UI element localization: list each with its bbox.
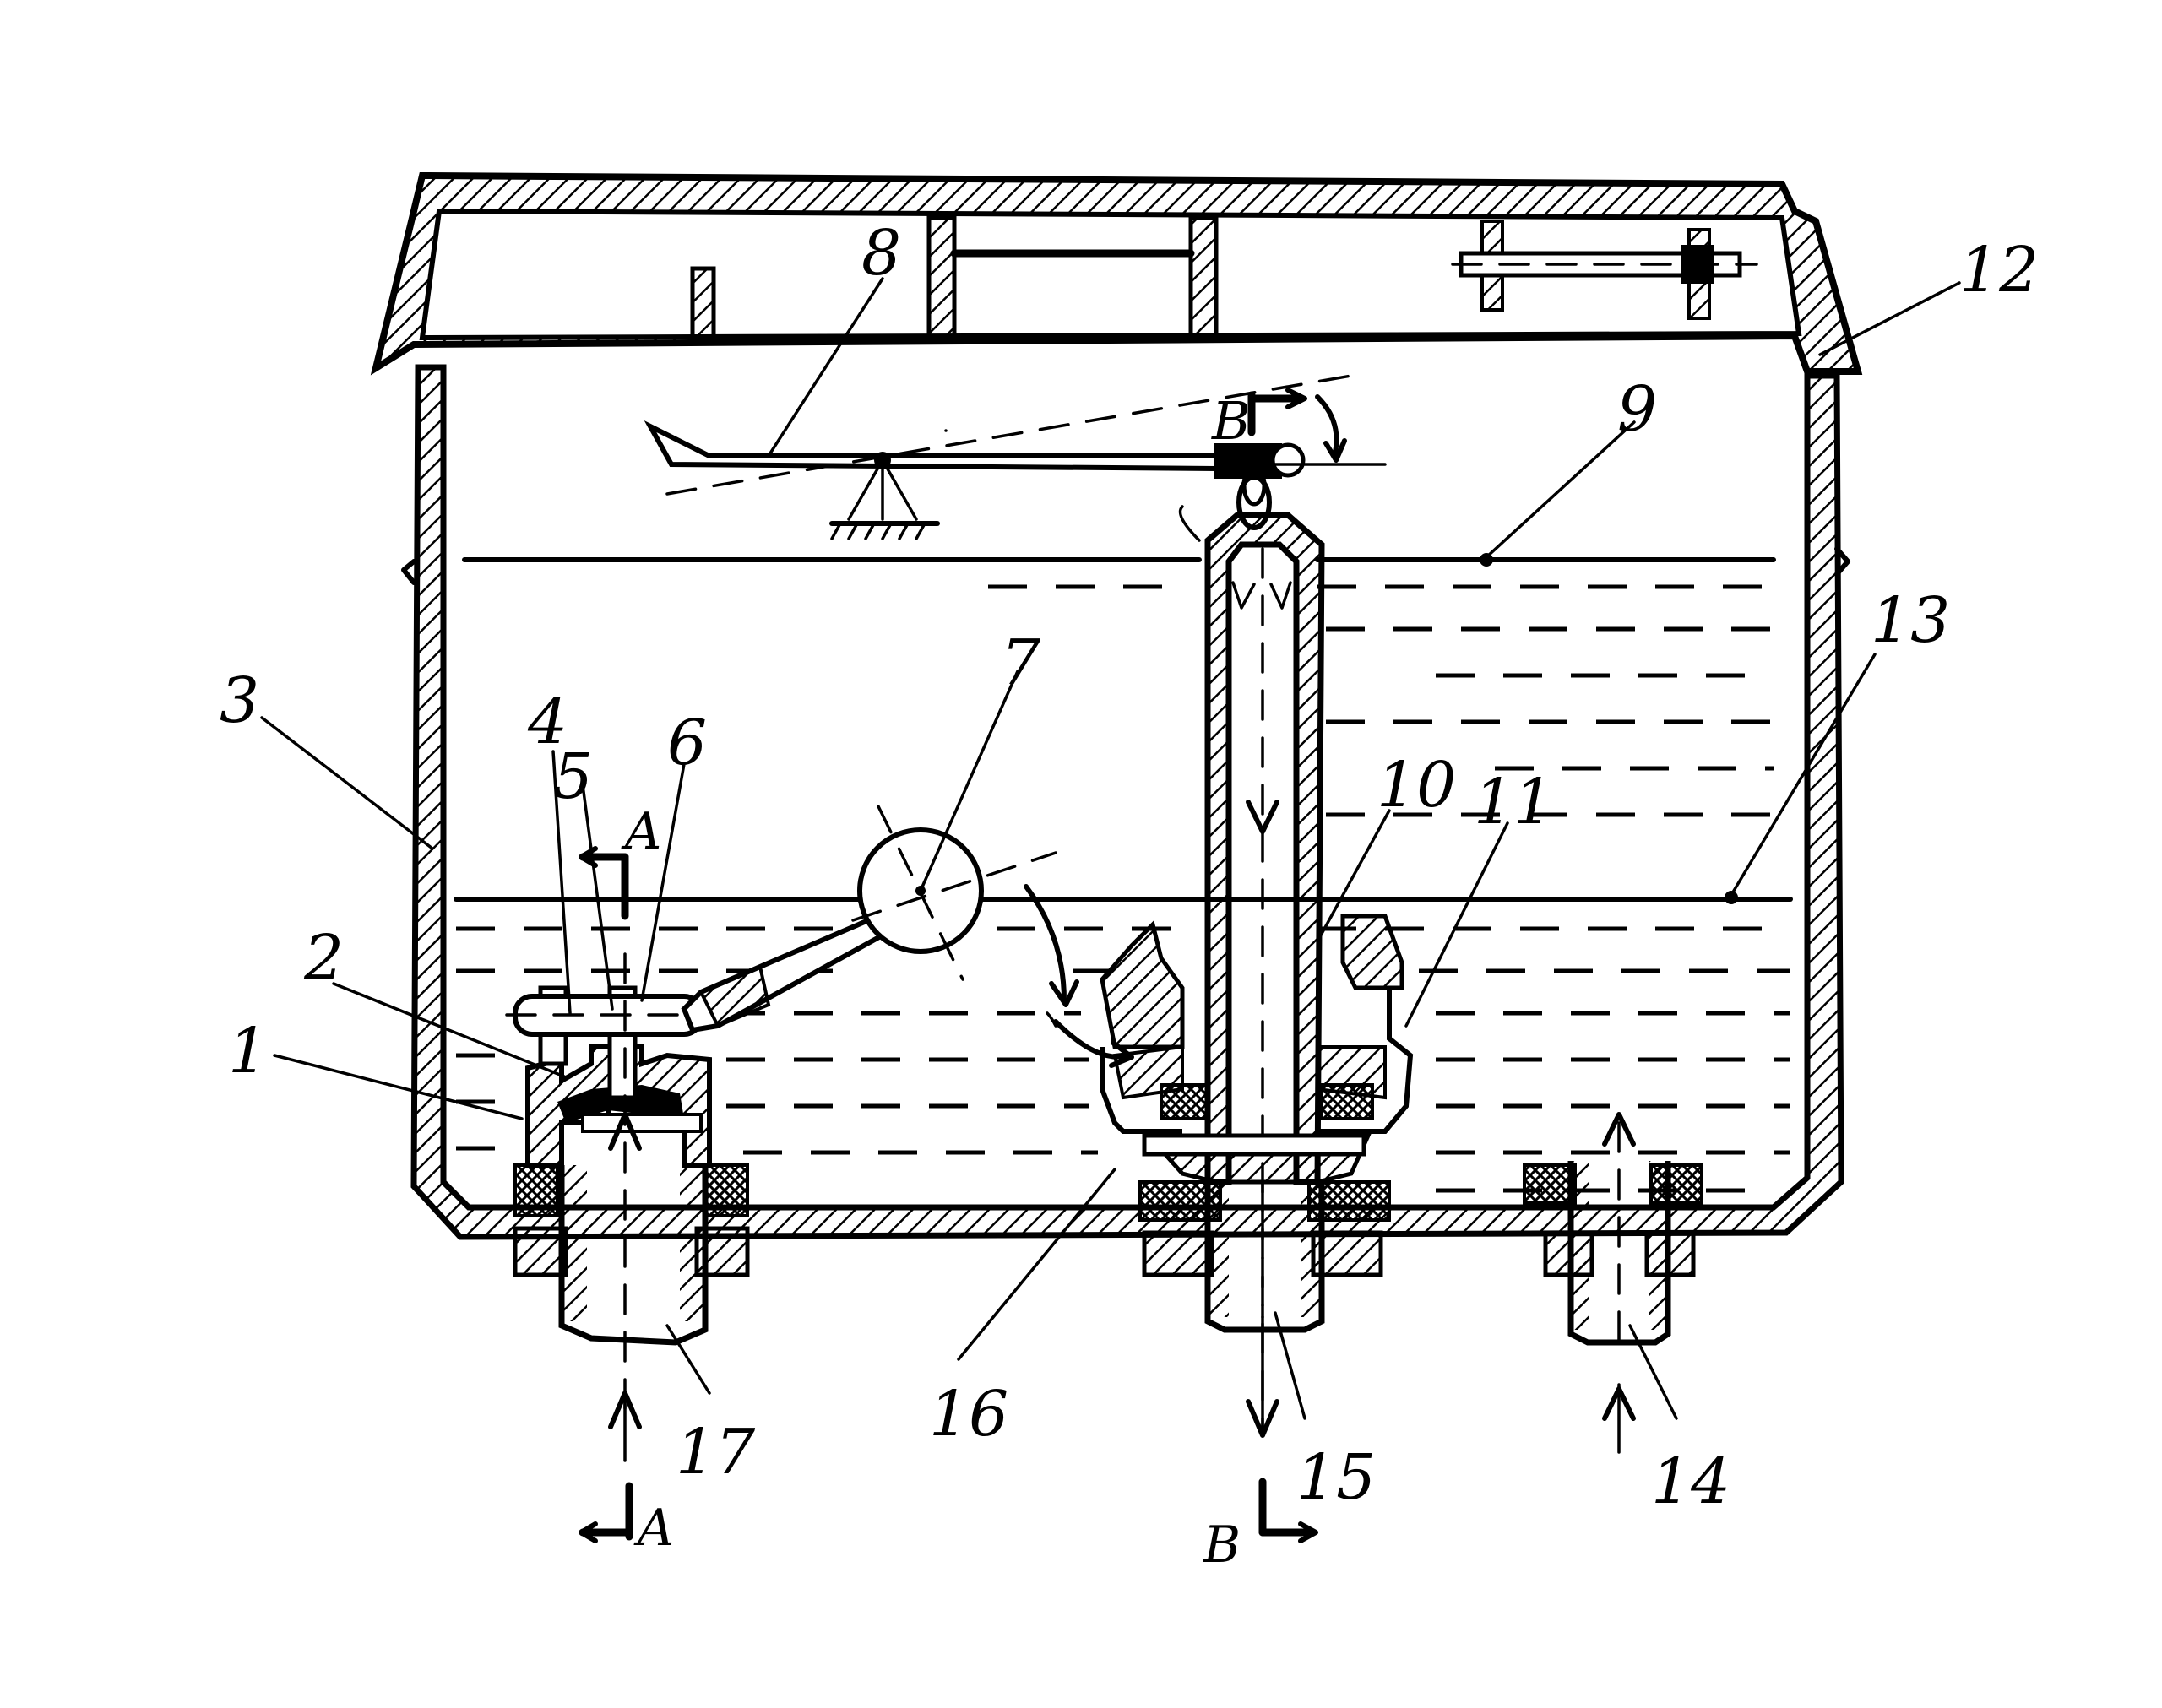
label-14: 14 bbox=[1651, 1445, 1730, 1518]
svg-text:B: B bbox=[1203, 1516, 1241, 1575]
inlet-valve-assembly bbox=[505, 952, 750, 1462]
flush-lever bbox=[644, 374, 1387, 540]
tank-body bbox=[401, 364, 1850, 1240]
label-15: 15 bbox=[1296, 1441, 1376, 1514]
water-levels bbox=[454, 557, 1793, 1193]
label-5: 5 bbox=[553, 740, 593, 813]
label-10: 10 bbox=[1377, 749, 1456, 821]
label-17: 17 bbox=[676, 1416, 755, 1488]
section-a-markers: A A bbox=[579, 802, 674, 1558]
label-6: 6 bbox=[667, 707, 707, 779]
svg-text:A: A bbox=[633, 1499, 674, 1558]
float-ball-assembly bbox=[681, 805, 1079, 1033]
label-11: 11 bbox=[1474, 766, 1553, 838]
label-2: 2 bbox=[303, 922, 344, 995]
label-3: 3 bbox=[220, 664, 259, 737]
label-16: 16 bbox=[929, 1378, 1008, 1450]
svg-text:A: A bbox=[621, 802, 661, 861]
label-7: 7 bbox=[1001, 626, 1040, 699]
lid-hinge-bolt bbox=[1451, 220, 1758, 320]
part-labels: 1 2 3 4 5 6 7 8 9 10 11 12 13 14 15 16 1… bbox=[220, 217, 2039, 1518]
leader-lines bbox=[260, 277, 1961, 1420]
label-4: 4 bbox=[527, 686, 568, 758]
section-b-top-marker: B bbox=[1211, 388, 1307, 452]
label-12: 12 bbox=[1959, 234, 2039, 306]
label-9: 9 bbox=[1617, 373, 1657, 446]
flush-valve-housing bbox=[1046, 914, 1414, 1185]
label-1: 1 bbox=[228, 1015, 268, 1087]
svg-text:B: B bbox=[1211, 390, 1251, 452]
label-13: 13 bbox=[1871, 584, 1950, 657]
tank-lid bbox=[370, 171, 1863, 376]
section-b-bottom-marker: B bbox=[1203, 1478, 1318, 1575]
drain-outlet bbox=[1138, 1180, 1391, 1438]
label-8: 8 bbox=[861, 217, 901, 290]
water-inlet bbox=[1523, 1112, 1703, 1454]
